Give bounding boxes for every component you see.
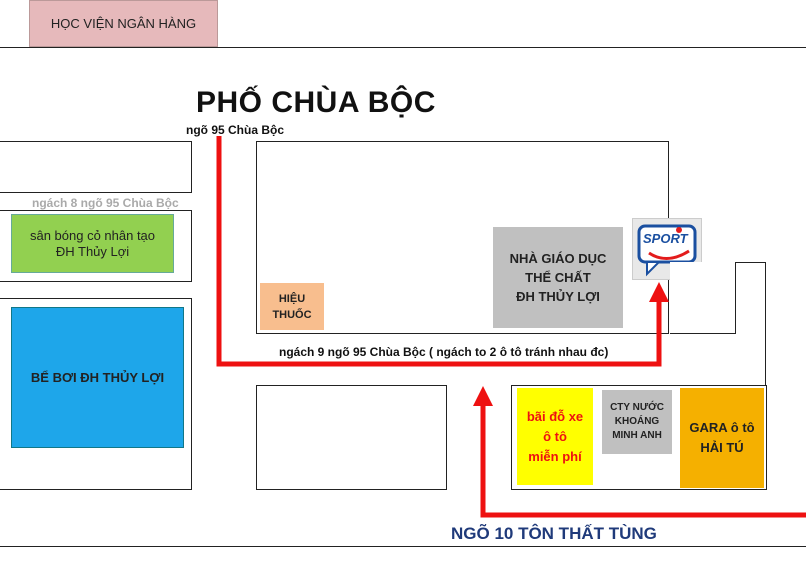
street-line-bottom — [0, 546, 806, 547]
parking-line2: ô tô — [543, 428, 567, 444]
football-field: sân bóng cỏ nhân tạo ĐH Thủy Lợi — [11, 214, 174, 273]
bank-building: HỌC VIỆN NGÂN HÀNG — [29, 0, 218, 47]
water-company-line3: MINH ANH — [612, 430, 662, 441]
garage: GARA ô tô HẢI TÚ — [680, 388, 764, 488]
main-street-label: PHỐ CHÙA BỘC — [196, 86, 436, 119]
sport-logo-text: SPORT — [643, 231, 688, 246]
middle-lower-block — [256, 385, 447, 490]
pharmacy-line1: HIỆU — [278, 292, 306, 305]
swimming-pool: BỂ BƠI ĐH THỦY LỢI — [11, 307, 184, 448]
sport-logo-icon — [637, 224, 697, 277]
football-field-line1: sân bóng cỏ nhân tạo — [29, 227, 156, 243]
branch-9-label: ngách 9 ngõ 95 Chùa Bộc ( ngách to 2 ô t… — [279, 345, 609, 359]
left-block-top — [0, 141, 192, 193]
bank-label: HỌC VIỆN NGÂN HÀNG — [50, 15, 197, 31]
pharmacy: HIỆU THUỐC — [260, 283, 324, 330]
sports-hall-line3: ĐH THỦY LỢI — [516, 289, 600, 304]
right-block-top-cap — [736, 262, 766, 263]
right-block-inner — [670, 262, 736, 334]
route-from-chua-boc — [216, 136, 669, 367]
alley-10-label: NGÕ 10 TÔN THẤT TÙNG — [451, 524, 657, 543]
swimming-pool-label: BỂ BƠI ĐH THỦY LỢI — [30, 369, 165, 385]
parking-line3: miễn phí — [528, 448, 582, 464]
water-company-line1: CTY NƯỚC — [610, 402, 664, 413]
branch-8-label: ngách 8 ngõ 95 Chùa Bộc — [32, 196, 179, 210]
water-company: CTY NƯỚC KHOÁNG MINH ANH — [602, 390, 672, 454]
parking-lot: bãi đỗ xe ô tô miễn phí — [517, 388, 593, 485]
sports-hall: NHÀ GIÁO DỤC THỂ CHẤT ĐH THỦY LỢI — [493, 227, 623, 328]
sports-hall-line1: NHÀ GIÁO DỤC — [509, 251, 607, 266]
street-line-top — [0, 47, 806, 48]
water-company-line2: KHOÁNG — [614, 416, 660, 427]
route-from-ton-that-tung — [473, 386, 806, 518]
garage-line1: GARA ô tô — [689, 420, 755, 435]
alley-95-label: ngõ 95 Chùa Bộc — [186, 123, 285, 137]
parking-line1: bãi đỗ xe — [526, 408, 584, 424]
pharmacy-line2: THUỐC — [272, 308, 312, 321]
garage-line2: HẢI TÚ — [700, 440, 744, 455]
sports-hall-line2: THỂ CHẤT — [525, 270, 591, 285]
football-field-line2: ĐH Thủy Lợi — [55, 243, 130, 259]
